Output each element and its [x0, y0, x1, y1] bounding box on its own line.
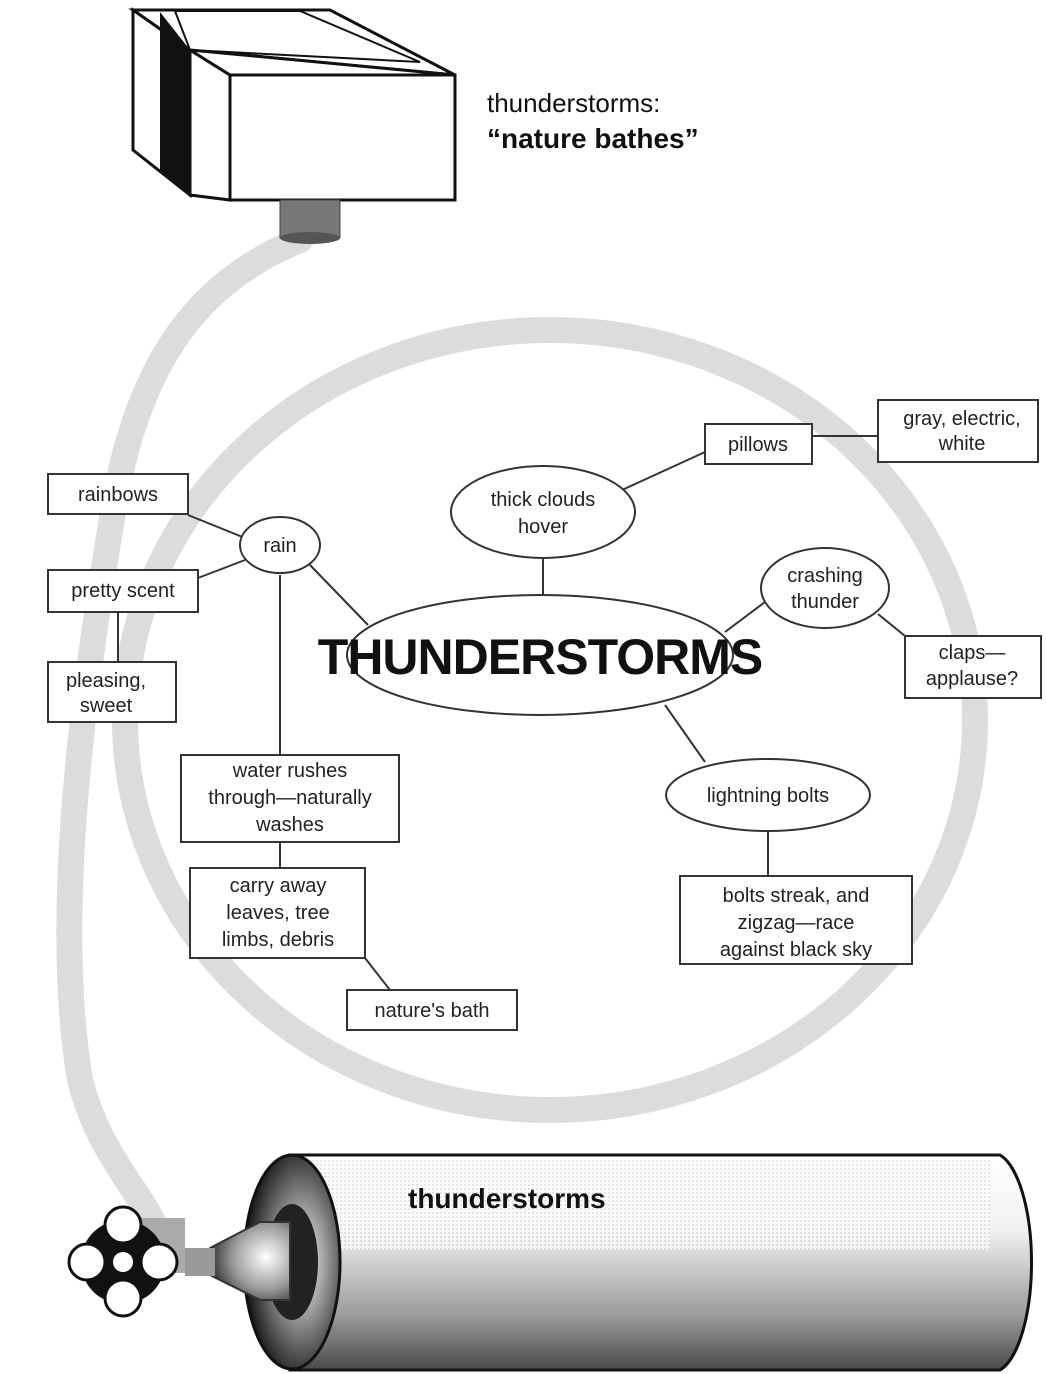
- cylinder-graphic: [67, 1153, 1033, 1372]
- node-rainbows: rainbows: [47, 473, 189, 515]
- node-claps-applause: claps— applause?: [904, 635, 1042, 699]
- center-node: THUNDERSTORMS: [318, 594, 763, 716]
- cylinder-label: thunderstorms: [408, 1183, 606, 1214]
- header-title: thunderstorms:: [487, 88, 660, 118]
- faucet-box-graphic: [128, 7, 457, 244]
- svg-text:gray, electric,: gray, electric,: [903, 408, 1020, 430]
- svg-text:lightning bolts: lightning bolts: [707, 785, 829, 807]
- svg-text:hover: hover: [518, 516, 568, 538]
- svg-text:nature's bath: nature's bath: [374, 1000, 489, 1022]
- svg-text:leaves, tree: leaves, tree: [226, 902, 329, 924]
- hose-graphic: [56, 227, 988, 1253]
- svg-text:carry away: carry away: [230, 875, 327, 897]
- node-rain: rain: [239, 516, 321, 574]
- header-subtitle: “nature bathes”: [487, 123, 699, 154]
- svg-text:against black sky: against black sky: [720, 939, 872, 961]
- svg-text:rainbows: rainbows: [78, 484, 158, 506]
- node-crashing-thunder: crashing thunder: [760, 547, 890, 629]
- svg-text:thick clouds: thick clouds: [491, 489, 596, 511]
- node-pleasing-sweet: pleasing, sweet: [47, 661, 177, 723]
- svg-text:through—naturally: through—naturally: [208, 787, 371, 809]
- svg-text:limbs, debris: limbs, debris: [222, 929, 334, 951]
- svg-text:sweet: sweet: [80, 695, 133, 717]
- svg-text:washes: washes: [255, 814, 324, 836]
- svg-text:applause?: applause?: [926, 668, 1018, 690]
- svg-text:bolts streak, and: bolts streak, and: [723, 885, 870, 907]
- svg-text:pillows: pillows: [728, 434, 788, 456]
- svg-text:water rushes: water rushes: [232, 760, 348, 782]
- node-water-rushes: water rushes through—naturally washes: [180, 754, 400, 843]
- svg-text:thunder: thunder: [791, 591, 859, 613]
- node-thick-clouds: thick clouds hover: [450, 465, 636, 559]
- node-carry-away: carry away leaves, tree limbs, debris: [189, 867, 366, 959]
- node-natures-bath: nature's bath: [346, 989, 518, 1031]
- center-label: THUNDERSTORMS: [318, 629, 762, 685]
- node-bolts-streak: bolts streak, and zigzag—race against bl…: [679, 875, 913, 965]
- node-gray-electric-white: gray, electric, white: [877, 399, 1039, 463]
- svg-text:rain: rain: [263, 535, 296, 557]
- svg-text:white: white: [938, 433, 986, 455]
- svg-text:pleasing,: pleasing,: [66, 670, 146, 692]
- svg-text:claps—: claps—: [939, 642, 1006, 664]
- svg-text:crashing: crashing: [787, 565, 863, 587]
- node-pretty-scent: pretty scent: [47, 569, 199, 613]
- connector-lines: [117, 435, 906, 991]
- svg-text:pretty scent: pretty scent: [71, 580, 175, 602]
- node-lightning-bolts: lightning bolts: [665, 758, 871, 832]
- svg-text:zigzag—race: zigzag—race: [738, 912, 855, 934]
- node-pillows: pillows: [704, 423, 813, 465]
